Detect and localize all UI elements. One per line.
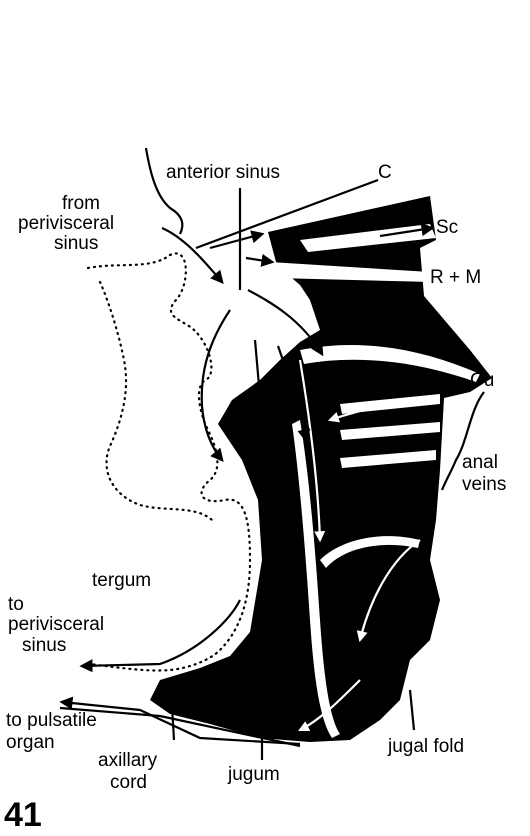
label-anal-line1: anal — [462, 452, 498, 473]
label-to-peri-line2: perivisceral — [8, 614, 104, 635]
label-axillary-line1: axillary — [98, 750, 158, 771]
label-tergum: tergum — [92, 570, 151, 591]
label-cu: Cu — [470, 370, 494, 391]
label-anterior-sinus: anterior sinus — [166, 162, 280, 183]
flow-arrow-to-perivisceral — [82, 600, 240, 666]
label-to-peri-line1: to — [8, 594, 24, 615]
label-jugum: jugum — [227, 764, 280, 785]
label-to-puls-line1: to pulsatile — [6, 710, 97, 731]
label-axillary-line2: cord — [110, 772, 147, 793]
flow-arrow-down-1 — [202, 310, 230, 460]
label-from-line3: sinus — [54, 233, 98, 254]
flow-arrow-to-rm — [246, 258, 272, 262]
figure-number: 41 — [4, 796, 42, 834]
leader-jugal-fold — [410, 690, 414, 730]
label-from-line2: perivisceral — [18, 213, 114, 234]
leader-from-sinus — [146, 148, 182, 234]
label-from-line1: from — [62, 193, 100, 214]
label-sc: Sc — [436, 217, 458, 238]
label-c: C — [378, 162, 392, 183]
label-anal-line2: veins — [462, 474, 506, 495]
label-r-m: R + M — [430, 267, 481, 288]
label-to-peri-line3: sinus — [22, 635, 66, 656]
label-jugal-fold: jugal fold — [387, 736, 464, 757]
label-to-puls-line2: organ — [6, 732, 55, 753]
tergum-inner-outline — [100, 282, 212, 520]
